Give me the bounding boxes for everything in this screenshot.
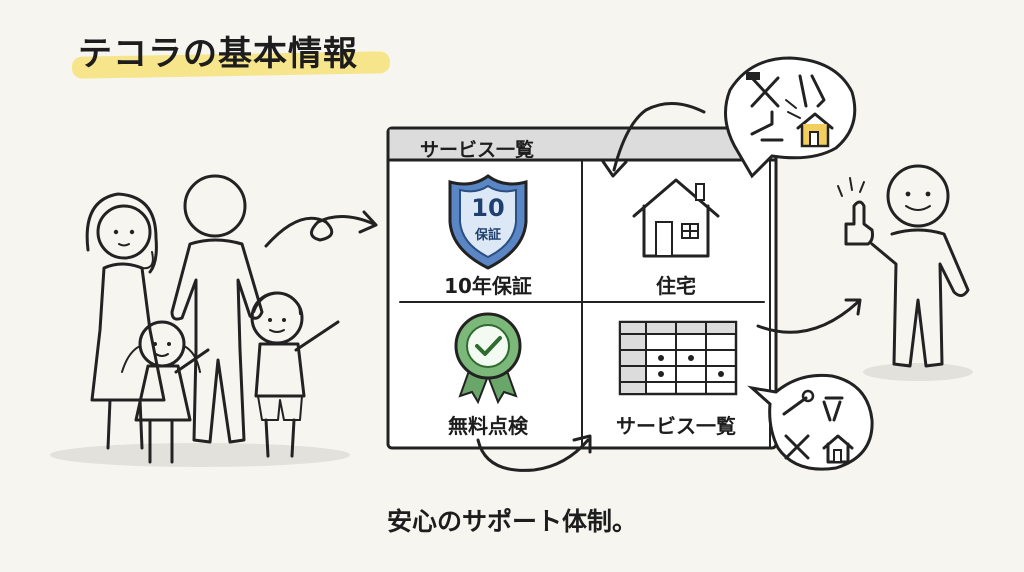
bubble-arrow-to-panel	[612, 102, 706, 172]
level-tool-icon	[750, 110, 784, 142]
shield-badge-number: 10	[471, 194, 505, 222]
house-icon	[632, 178, 720, 258]
arrow-head	[844, 298, 862, 316]
panel-title: サービス一覧	[420, 139, 535, 161]
shield-icon	[448, 174, 528, 270]
family-shadow	[50, 443, 350, 467]
loop-arrow-to-panel	[264, 215, 376, 248]
family-illustration	[85, 174, 340, 464]
award-check-icon	[454, 312, 522, 405]
cell-label-warranty: 10年保証	[444, 274, 532, 298]
boy-figure	[250, 291, 340, 458]
mother-figure	[85, 192, 166, 450]
arrow-head	[600, 158, 628, 178]
sparkle-lines	[837, 177, 865, 197]
tools-speech-bubble-bottom	[747, 373, 874, 471]
arrow-head	[358, 210, 378, 234]
page-title: テコラの基本情報	[78, 34, 358, 74]
person-shadow	[863, 363, 973, 381]
ruler-icon	[798, 74, 826, 108]
house-outline-icon	[822, 434, 854, 464]
pliers-icon	[822, 396, 844, 422]
panel-header-bar	[389, 129, 775, 160]
cell-label-free-inspection: 無料点検	[448, 414, 528, 438]
arrow-head	[572, 434, 592, 454]
bottom-curved-arrow	[476, 438, 590, 472]
title-block: テコラの基本情報	[70, 24, 400, 80]
tools-speech-bubble-top	[724, 56, 857, 179]
thumbs-up-hand-icon	[844, 200, 874, 246]
hammer-wrench-icon	[746, 72, 780, 108]
shield-badge-text: 保証	[474, 228, 501, 243]
caption-text: 安心のサポート体制。	[386, 507, 637, 536]
crossed-tools-icon	[784, 434, 810, 460]
wrench-icon	[782, 389, 815, 416]
table-grid-icon	[618, 320, 738, 396]
cell-label-housing: 住宅	[656, 274, 696, 298]
small-house-icon	[796, 112, 834, 148]
father-figure	[170, 174, 264, 444]
girl-figure	[121, 320, 210, 464]
cell-label-service-list: サービス一覧	[616, 414, 736, 438]
arrow-to-person	[756, 300, 860, 334]
thumbs-up-person	[837, 164, 970, 368]
